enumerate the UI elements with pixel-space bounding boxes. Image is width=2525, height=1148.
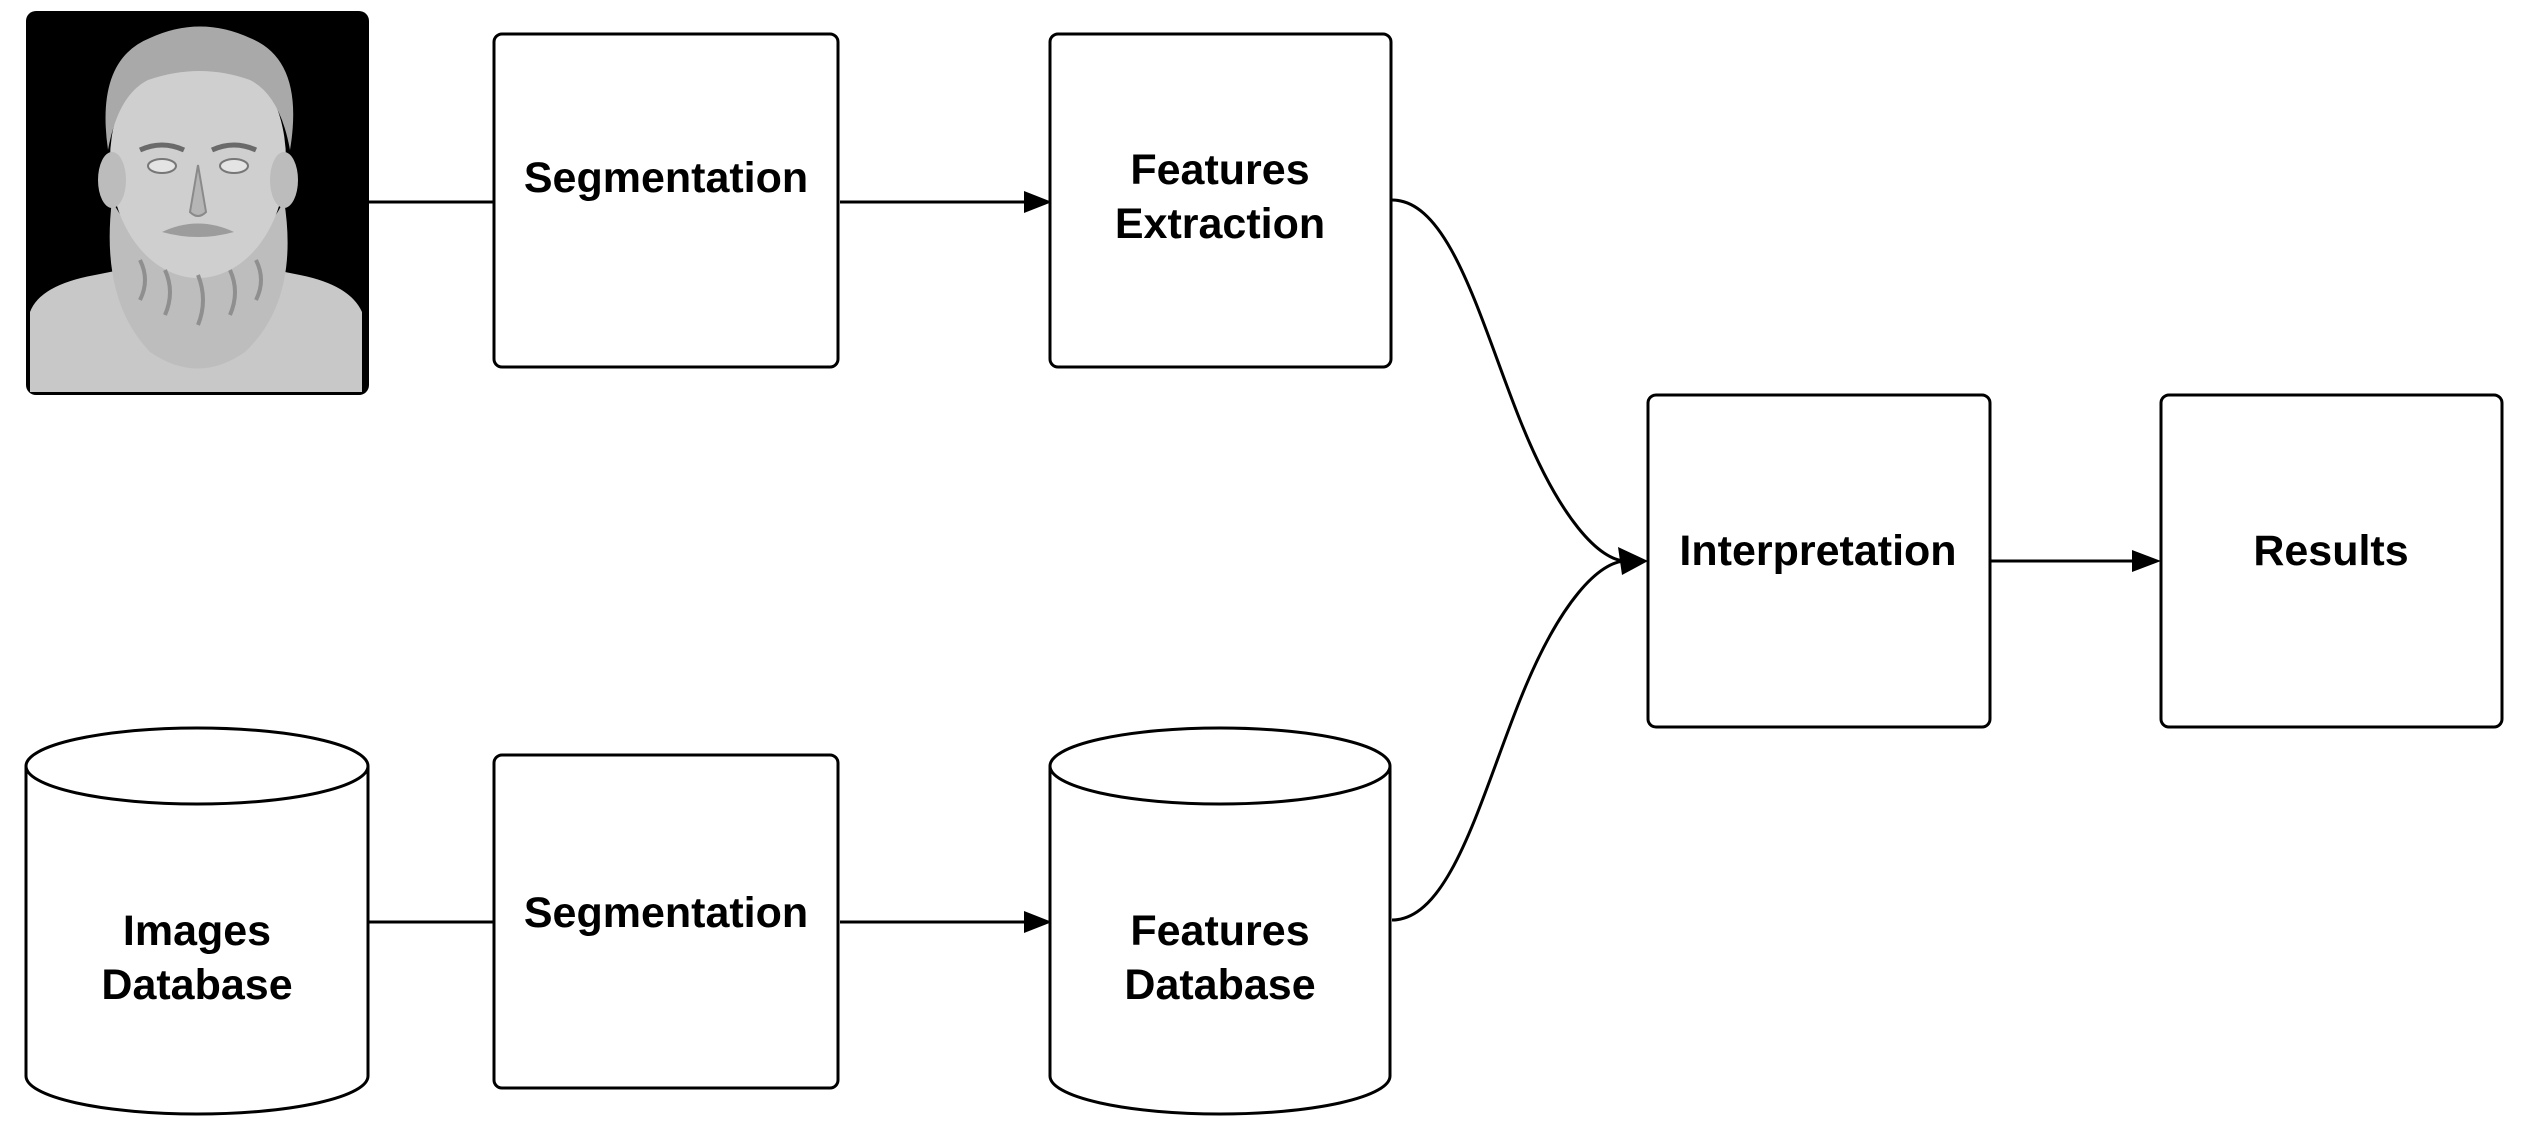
arrowhead [2132, 550, 2161, 572]
node-label: Extraction [1115, 200, 1325, 248]
node-label: Features [1130, 146, 1309, 194]
node-label: Interpretation [1679, 527, 1956, 575]
arrowhead [1024, 191, 1052, 213]
node-label: Features [1130, 907, 1309, 955]
edge-features-extraction-to-interpretation [1391, 198, 1627, 563]
images-database-node: Images Database [24, 726, 370, 1116]
arrowhead [1024, 911, 1052, 933]
node-label: Segmentation [524, 154, 808, 202]
features-extraction-node: Features Extraction [1048, 32, 1393, 369]
interpretation-node: Interpretation [1646, 393, 1992, 729]
node-label: Database [1124, 961, 1315, 1009]
edge-features-database-to-interpretation [1391, 559, 1627, 922]
bust-portrait-icon [30, 26, 362, 392]
node-label: Images [123, 907, 271, 955]
node-label: Results [2253, 527, 2408, 575]
segmentation-top-node: Segmentation [492, 32, 840, 369]
input-image [26, 11, 369, 395]
arrowhead [1618, 547, 1648, 575]
node-label: Database [101, 961, 292, 1009]
results-node: Results [2159, 393, 2504, 729]
segmentation-bottom-node: Segmentation [492, 753, 840, 1090]
features-database-node: Features Database [1048, 726, 1392, 1116]
node-label: Segmentation [524, 889, 808, 937]
